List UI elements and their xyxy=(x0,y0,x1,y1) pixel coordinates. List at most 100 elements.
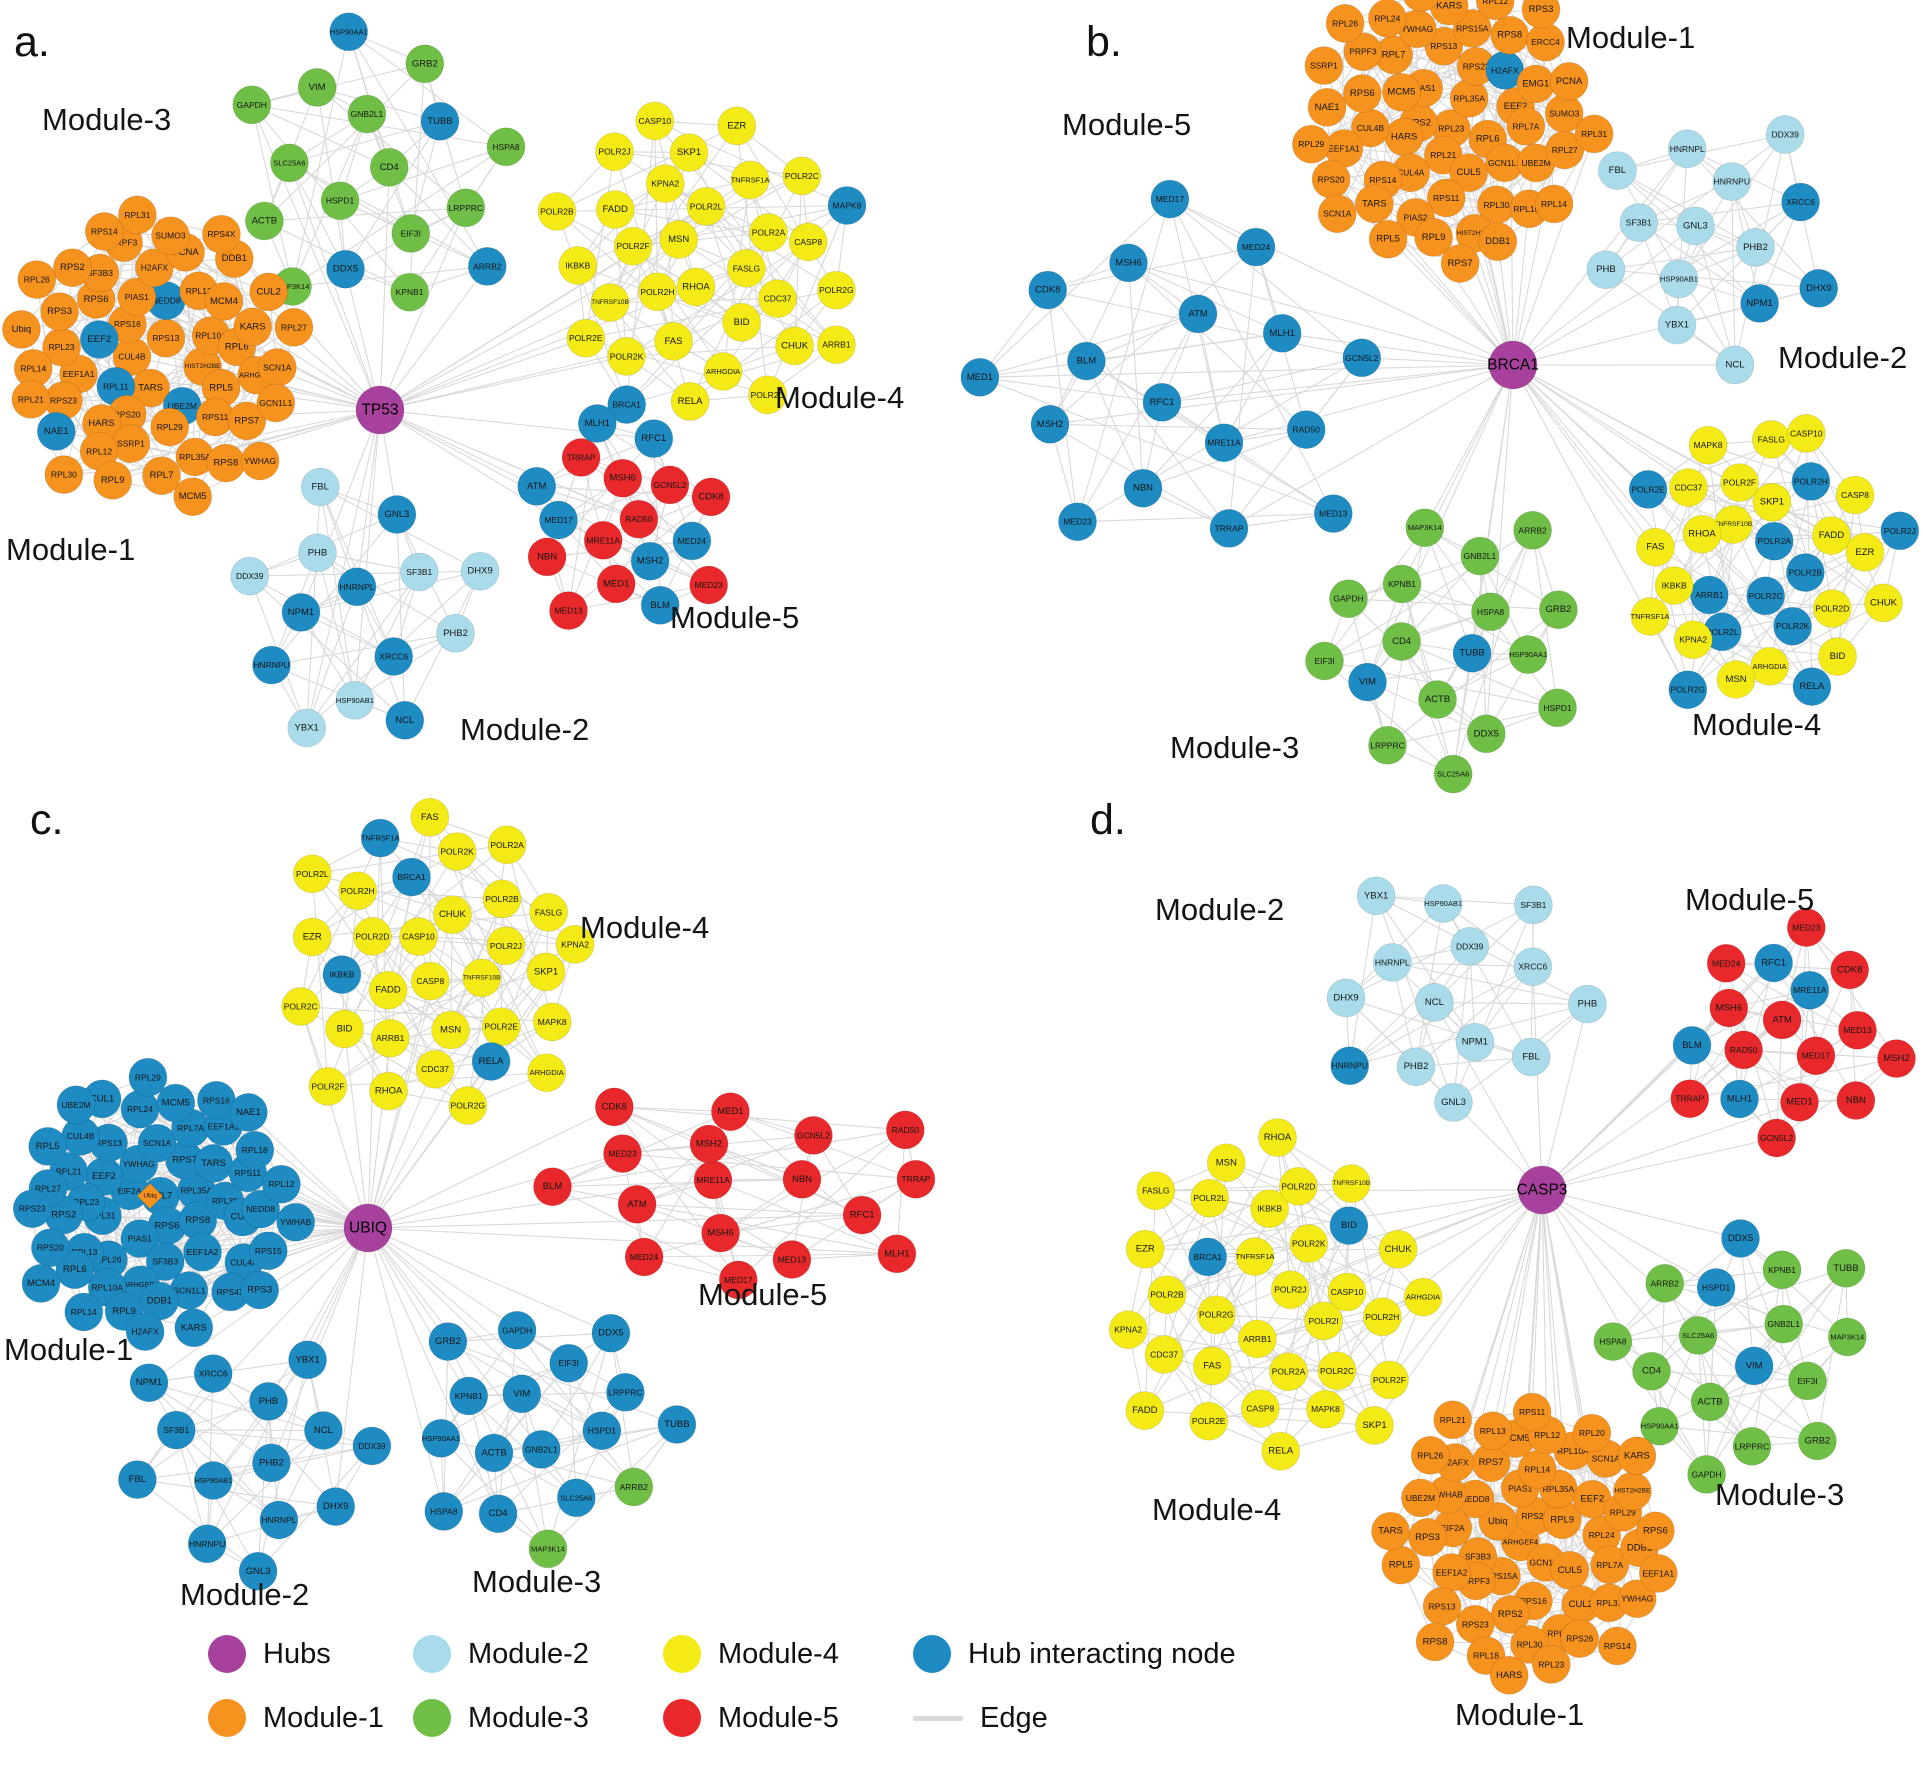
node-RPL24: RPL24 xyxy=(1368,0,1407,38)
node-LRPPRC: LRPPRC xyxy=(446,188,486,228)
node-RPL21: RPL21 xyxy=(1433,1400,1473,1440)
node-RPS14: RPS14 xyxy=(1598,1626,1637,1666)
module-label-module-5: Module-5 xyxy=(670,600,799,635)
node-KPNB1: KPNB1 xyxy=(390,272,429,312)
edge xyxy=(1169,198,1514,366)
node-FAS: FAS xyxy=(410,797,450,837)
node-FAS: FAS xyxy=(1636,527,1675,567)
node-POLR2D: POLR2D xyxy=(1812,589,1852,628)
edge xyxy=(170,235,381,411)
node-MAPK8: MAPK8 xyxy=(827,186,867,225)
edge xyxy=(1532,966,1543,1191)
node-NPM1: NPM1 xyxy=(129,1363,169,1403)
edge xyxy=(306,571,420,729)
edge xyxy=(396,514,406,721)
edge xyxy=(348,31,412,234)
node-HNRNPL: HNRNPL xyxy=(1667,129,1707,169)
node-ARRB1: ARRB1 xyxy=(370,1018,410,1058)
node-POLR2E: POLR2E xyxy=(1189,1401,1229,1441)
hub-node-BRCA1: BRCA1 xyxy=(1487,340,1539,390)
module-label-module-5: Module-5 xyxy=(1685,882,1814,917)
labels-layer: Module-3Module-4Module-1Module-2Module-5… xyxy=(6,18,904,747)
edge xyxy=(506,844,553,1023)
edge xyxy=(344,269,381,411)
edge xyxy=(577,264,795,347)
edge xyxy=(1773,962,1857,1101)
node-RFC1: RFC1 xyxy=(842,1195,882,1235)
edge xyxy=(367,1038,391,1229)
edge xyxy=(212,1373,337,1507)
edge xyxy=(558,484,671,521)
node-DHX9: DHX9 xyxy=(460,551,500,591)
edge xyxy=(1638,201,1801,224)
edge xyxy=(626,345,795,357)
node-HARS: HARS xyxy=(1489,1655,1529,1695)
node-HSPD1: HSPD1 xyxy=(1538,688,1577,728)
node-GCN5L2: GCN5L2 xyxy=(1757,1118,1796,1158)
node-POLR2J: POLR2J xyxy=(595,132,634,172)
node-MSH6: MSH6 xyxy=(1109,243,1148,283)
node-HNRNPL: HNRNPL xyxy=(1372,943,1412,982)
node-NBN: NBN xyxy=(782,1159,822,1199)
node-FASLG: FASLG xyxy=(727,248,766,288)
node-ARRB2: ARRB2 xyxy=(467,247,507,286)
node-MED24: MED24 xyxy=(624,1237,664,1277)
edge xyxy=(367,1153,623,1229)
node-DDX39: DDX39 xyxy=(352,1426,392,1466)
edge xyxy=(1324,527,1426,662)
edge xyxy=(379,337,586,411)
edge xyxy=(379,207,467,411)
edge xyxy=(379,266,488,411)
node-VIM: VIM xyxy=(297,68,337,107)
edge xyxy=(367,1179,714,1229)
node-ARHGDIA: ARHGDIA xyxy=(703,352,743,391)
hub-node-TP53: TP53 xyxy=(355,385,405,435)
node-RPL21: RPL21 xyxy=(11,379,51,419)
node-TNFRSF10B: TNFRSF10B xyxy=(590,283,629,322)
edge xyxy=(306,409,381,729)
edge xyxy=(654,120,697,288)
edge xyxy=(1163,1353,1326,1410)
edge xyxy=(175,1227,369,1431)
node-EEF1A2: EEF1A2 xyxy=(183,1232,222,1272)
edge xyxy=(1541,1137,1777,1191)
edge xyxy=(737,1129,906,1281)
edge xyxy=(1706,1287,1717,1475)
edge xyxy=(1345,904,1534,999)
edge xyxy=(345,121,441,270)
edge xyxy=(736,125,837,291)
edge xyxy=(213,1445,373,1482)
node-EEF2: EEF2 xyxy=(79,320,119,359)
edge xyxy=(379,286,697,411)
edge xyxy=(468,1391,626,1397)
node-CASP8: CASP8 xyxy=(1835,475,1875,515)
node-TUBB: TUBB xyxy=(1452,633,1492,673)
legend: Hubs Module-1 Module-2 Module-3 Module-4 xyxy=(208,1634,1236,1738)
edge xyxy=(1216,1189,1543,1316)
edge xyxy=(1512,364,1649,490)
panel-b: RPL23RPS2RPL35ARPL21PIAS1RPL6HARSRPS23CU… xyxy=(960,0,1920,794)
edge xyxy=(1076,198,1171,522)
node-HSPD1: HSPD1 xyxy=(1696,1268,1736,1307)
node-BLM: BLM xyxy=(1672,1026,1712,1065)
edge xyxy=(379,355,627,411)
node-RPS4X: RPS4X xyxy=(202,214,241,254)
edge xyxy=(1651,1269,1783,1372)
node-MAP3K14: MAP3K14 xyxy=(1827,1317,1867,1357)
edge xyxy=(339,146,507,202)
node-SF3B1: SF3B1 xyxy=(1514,885,1553,925)
edge xyxy=(1687,487,1694,640)
node-NCL: NCL xyxy=(304,1411,343,1450)
node-MED24: MED24 xyxy=(672,521,712,561)
node-LRPPRC: LRPPRC xyxy=(1368,725,1407,765)
node-TUBB: TUBB xyxy=(420,101,460,141)
hub-label: UBIQ xyxy=(349,1220,387,1237)
node-POLR2F: POLR2F xyxy=(613,226,653,266)
node-MSH2: MSH2 xyxy=(630,541,670,581)
node-PHB: PHB xyxy=(298,533,337,573)
node-ATM: ATM xyxy=(617,1184,657,1224)
edge xyxy=(1512,364,1710,596)
edge xyxy=(1415,1056,1532,1068)
node-XRCC6: XRCC6 xyxy=(374,637,414,676)
